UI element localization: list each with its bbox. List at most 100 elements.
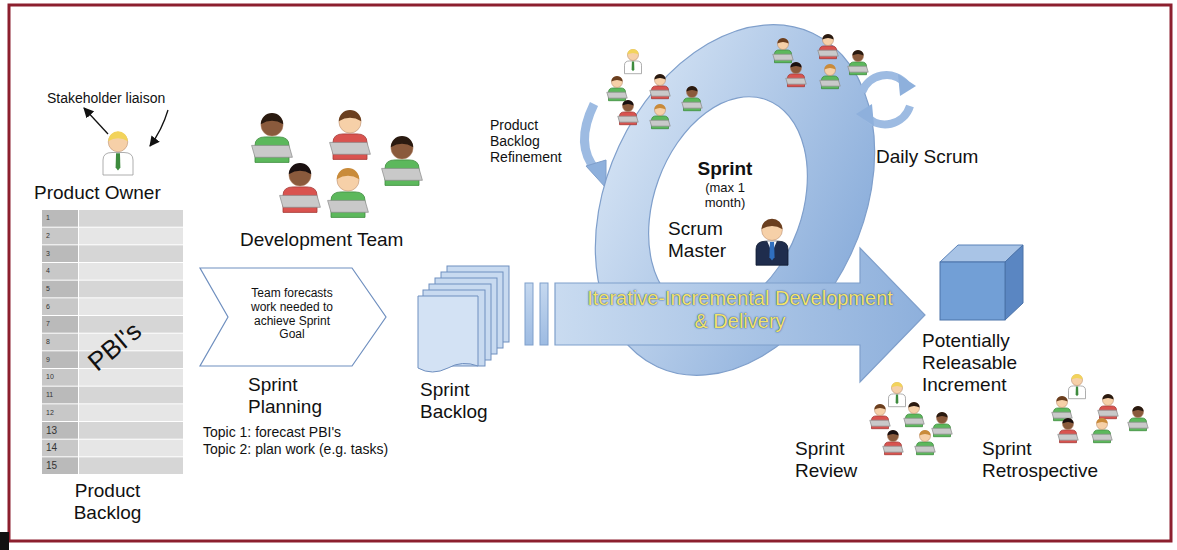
sprint-duration: (max 1 month) xyxy=(695,181,755,211)
backlog-page-front xyxy=(418,296,478,372)
person-icon xyxy=(889,382,906,407)
person-icon xyxy=(682,86,702,111)
person-icon xyxy=(1092,418,1112,443)
backlog-row xyxy=(79,228,183,245)
backlog-row-number-cell xyxy=(42,245,78,262)
row-number: 3 xyxy=(46,250,50,258)
event-name: Sprint Retrospective xyxy=(982,438,1122,482)
person-icon xyxy=(280,163,321,212)
delivery-text: Iterative-Incremental Development & Deli… xyxy=(580,287,900,333)
row-number: 4 xyxy=(46,267,50,275)
backlog-row xyxy=(79,210,183,227)
person-icon xyxy=(773,38,793,63)
liaison-arrow xyxy=(84,108,108,134)
person-icon xyxy=(1058,418,1078,443)
backlog-row xyxy=(79,281,183,298)
liaison-arrow xyxy=(150,110,168,146)
person-icon xyxy=(1128,406,1148,431)
increment-cube: Potentially Releasable Increment xyxy=(918,240,1038,390)
delivery-arrow: Iterative-Incremental Development & Deli… xyxy=(555,246,927,384)
product-backlog: PBI'sProduct Backlog xyxy=(40,210,185,520)
backlog-row xyxy=(79,263,183,280)
row-number: 6 xyxy=(46,303,50,311)
separator-bar xyxy=(525,283,533,345)
cube-front xyxy=(940,262,1005,320)
planning-chevron xyxy=(200,268,386,366)
separator-bar xyxy=(540,283,548,345)
person-icon xyxy=(820,64,840,89)
event-name: Product Backlog Refinement xyxy=(490,117,582,165)
person-icon xyxy=(883,430,903,455)
liaison-note: Stakeholder liaison xyxy=(47,90,165,106)
backlog-row-number-cell xyxy=(42,387,78,404)
person-icon xyxy=(932,412,952,437)
person-icon xyxy=(618,100,638,125)
frame xyxy=(9,5,1171,541)
backlog-row-number-cell xyxy=(42,334,78,351)
row-number: 5 xyxy=(46,285,50,293)
person-icon xyxy=(650,74,670,99)
backlog-row-number-cell xyxy=(42,316,78,333)
corner-mark xyxy=(0,532,9,550)
backlog-row-number-cell xyxy=(42,440,78,457)
backlog-row-number-cell xyxy=(42,369,78,386)
person-icon xyxy=(625,49,642,74)
backlog-title: Product Backlog xyxy=(55,480,160,524)
row-number: 2 xyxy=(46,232,50,240)
row-number: 13 xyxy=(46,425,57,437)
person-icon xyxy=(1098,394,1118,419)
row-number: 7 xyxy=(46,320,50,328)
person-icon xyxy=(756,219,788,266)
person-icon xyxy=(607,76,627,101)
refinement-arrow xyxy=(584,104,596,170)
event-name: Daily Scrum xyxy=(876,146,978,168)
backlog-row xyxy=(79,440,183,457)
sprint-planning: Team forecasts work needed to achieve Sp… xyxy=(198,262,398,412)
backlog-row-number-cell xyxy=(42,210,78,227)
planning-note: Team forecasts work needed to achieve Sp… xyxy=(244,287,340,342)
row-number: 1 xyxy=(46,214,50,222)
row-number: 14 xyxy=(46,442,57,454)
backlog-row xyxy=(79,298,183,315)
daily-scrum-head xyxy=(898,74,916,96)
person-icon xyxy=(650,104,670,129)
row-number: 10 xyxy=(46,373,54,381)
person-icon xyxy=(328,168,369,217)
refinement-arrowhead xyxy=(586,160,606,188)
backlog-row-number-cell xyxy=(42,351,78,368)
increment-title: Potentially Releasable Increment xyxy=(922,330,1034,396)
backlog-row-number-cell xyxy=(42,228,78,245)
planning-topic: Topic 2: plan work (e.g. tasks) xyxy=(203,441,388,457)
backlog-row xyxy=(79,457,183,474)
sprint-ring xyxy=(541,0,929,421)
person-icon xyxy=(848,50,868,75)
role-name: Scrum Master xyxy=(668,218,750,262)
backlog-row-number-cell xyxy=(42,263,78,280)
person-icon xyxy=(786,62,806,87)
cube-side xyxy=(1005,245,1023,320)
role-name: Product Owner xyxy=(34,182,161,204)
backlog-row-number-cell xyxy=(42,422,78,439)
person-icon xyxy=(382,136,423,185)
event-name: Sprint Review xyxy=(795,438,875,482)
backlog-row-number-cell xyxy=(42,457,78,474)
backlog-row xyxy=(79,387,183,404)
backlog-row-number-cell xyxy=(42,281,78,298)
person-icon xyxy=(1052,396,1072,421)
person-icon xyxy=(818,34,838,59)
person-icon xyxy=(103,131,133,175)
backlog-row xyxy=(79,245,183,262)
planning-title: Sprint Planning xyxy=(248,374,358,418)
person-icon xyxy=(1069,374,1086,399)
backlog-row xyxy=(79,422,183,439)
backlog-row xyxy=(79,404,183,421)
sprint-backlog-title: Sprint Backlog xyxy=(420,379,510,423)
planning-topic: Topic 1: forecast PBI's xyxy=(203,424,341,440)
row-number: 9 xyxy=(46,356,50,364)
delivery-arrow-shape xyxy=(555,248,925,382)
row-number: 15 xyxy=(46,460,57,472)
sprint-backlog: Sprint Backlog xyxy=(415,262,515,412)
row-number: 12 xyxy=(46,409,54,417)
row-number: 11 xyxy=(46,391,53,399)
